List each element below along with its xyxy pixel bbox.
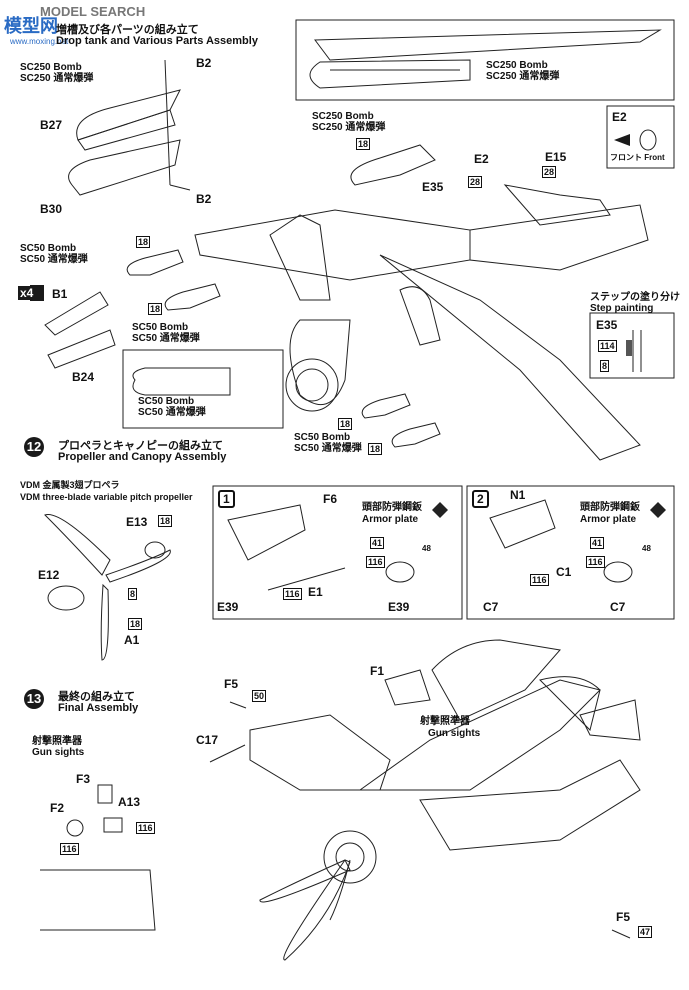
part-e1: E1 <box>308 585 323 599</box>
part-e13: E13 <box>126 515 148 529</box>
paint-48-b: 48 <box>642 544 651 553</box>
sc250-label-en: SC250 Bomb <box>20 62 82 73</box>
step-paint-part: E35 <box>596 318 618 332</box>
front-box-text: フロント Front <box>610 153 665 162</box>
paint-116-c1: 116 <box>530 574 549 586</box>
gunsight-jp: 射撃照準器 <box>32 736 82 747</box>
paint-116-b: 116 <box>586 556 605 568</box>
paint-18-b: 18 <box>148 303 163 315</box>
gunsight-en-main: Gun sights <box>428 728 481 739</box>
step13-title-en: Final Assembly <box>58 702 139 714</box>
part-f2: F2 <box>50 801 65 815</box>
sc250-mid-jp: SC250 通常爆弾 <box>312 122 386 133</box>
part-e2: E2 <box>474 152 489 166</box>
paint-41-a: 41 <box>370 537 385 549</box>
paint-41-b: 41 <box>590 537 605 549</box>
paint-116-f2: 116 <box>60 843 79 855</box>
step12-badge: 12 <box>24 437 44 457</box>
paint-18-prop: 18 <box>128 618 143 630</box>
sc50-mid-en: SC50 Bomb <box>132 322 189 333</box>
watermark-site-cn: 模型网 <box>4 16 58 36</box>
paint-18-d: 18 <box>368 443 383 455</box>
paint-28-left: 28 <box>468 176 483 188</box>
armor-1-jp: 頭部防弾鋼鈑 <box>362 502 422 513</box>
sc50-mid-jp: SC50 通常爆弾 <box>132 333 200 344</box>
armor-2-jp: 頭部防弾鋼鈑 <box>580 502 640 513</box>
part-c7-left: C7 <box>483 600 499 614</box>
part-e35: E35 <box>422 180 444 194</box>
part-c17: C17 <box>196 733 219 747</box>
part-f5-top: F5 <box>224 677 239 691</box>
part-c7-right: C7 <box>610 600 626 614</box>
sc50-left-en: SC50 Bomb <box>20 243 77 254</box>
sc250-label-jp: SC250 通常爆弾 <box>20 73 94 84</box>
part-b2-top: B2 <box>196 56 212 70</box>
part-b27: B27 <box>40 118 63 132</box>
sc50-inset-jp: SC50 通常爆弾 <box>138 407 206 418</box>
part-e39-right: E39 <box>388 600 410 614</box>
step12-title-jp: プロペラとキャノピーの組み立て <box>58 440 223 452</box>
sub-step-1: 1 <box>218 490 235 508</box>
paint-28-right: 28 <box>542 166 557 178</box>
watermark-brand: MODEL SEARCH <box>40 4 146 19</box>
step12-title-en: Propeller and Canopy Assembly <box>58 451 227 463</box>
paint-48-a: 48 <box>422 544 431 553</box>
part-e12: E12 <box>38 568 60 582</box>
paint-114: 114 <box>598 340 617 352</box>
paint-8-step: 8 <box>600 360 610 372</box>
part-e15: E15 <box>545 150 567 164</box>
sc250-inset-en: SC250 Bomb <box>486 60 548 71</box>
paint-18-a: 18 <box>136 236 151 248</box>
propeller-en: VDM three-blade variable pitch propeller <box>20 492 193 502</box>
armor-1-en: Armor plate <box>362 514 419 525</box>
part-f6: F6 <box>323 492 338 506</box>
part-b1: B1 <box>52 287 68 301</box>
gunsight-jp-main: 射撃照準器 <box>420 716 470 727</box>
armor-2-en: Armor plate <box>580 514 637 525</box>
paint-18-e13: 18 <box>158 515 173 527</box>
sc50-bottom-en: SC50 Bomb <box>294 432 351 443</box>
step13-title-jp: 最終の組み立て <box>58 691 135 703</box>
paint-50: 50 <box>252 690 267 702</box>
propeller-jp: VDM 金属製3翅プロペラ <box>20 480 120 490</box>
part-n1: N1 <box>510 488 526 502</box>
part-f5-bottom: F5 <box>616 910 631 924</box>
sc50-bottom-jp: SC50 通常爆弾 <box>294 443 362 454</box>
paint-116-gunsight: 116 <box>136 822 155 834</box>
sc250-inset-jp: SC250 通常爆弾 <box>486 71 560 82</box>
part-f1: F1 <box>370 664 385 678</box>
paint-18-mid: 18 <box>356 138 371 150</box>
part-b2-bottom: B2 <box>196 192 212 206</box>
step11-title-en: Drop tank and Various Parts Assembly <box>56 35 258 47</box>
step-paint-title-jp: ステップの塗り分け <box>590 292 680 303</box>
step13-badge: 13 <box>24 689 44 709</box>
part-e39-left: E39 <box>217 600 239 614</box>
paint-8-prop: 8 <box>128 588 138 600</box>
gunsight-en: Gun sights <box>32 747 85 758</box>
sc50-left-jp: SC50 通常爆弾 <box>20 254 88 265</box>
sub-step-2: 2 <box>472 490 489 508</box>
step-paint-title-en: Step painting <box>590 303 654 314</box>
watermark-url: www.moxing.net <box>10 37 69 46</box>
front-box-e2: E2 <box>612 110 627 124</box>
part-b24: B24 <box>72 370 95 384</box>
paint-116-a: 116 <box>366 556 385 568</box>
part-a1: A1 <box>124 633 140 647</box>
part-f3: F3 <box>76 772 91 786</box>
sc50-inset-en: SC50 Bomb <box>138 396 195 407</box>
paint-47: 47 <box>638 926 653 938</box>
paint-116-e1: 116 <box>283 588 302 600</box>
part-a13: A13 <box>118 795 141 809</box>
sc250-mid-en: SC250 Bomb <box>312 111 374 122</box>
x4-multiplier: x4 <box>18 286 36 300</box>
part-c1: C1 <box>556 565 572 579</box>
paint-18-c: 18 <box>338 418 353 430</box>
step11-title-jp: 増槽及び各パーツの組み立て <box>56 24 199 36</box>
part-b30: B30 <box>40 202 63 216</box>
